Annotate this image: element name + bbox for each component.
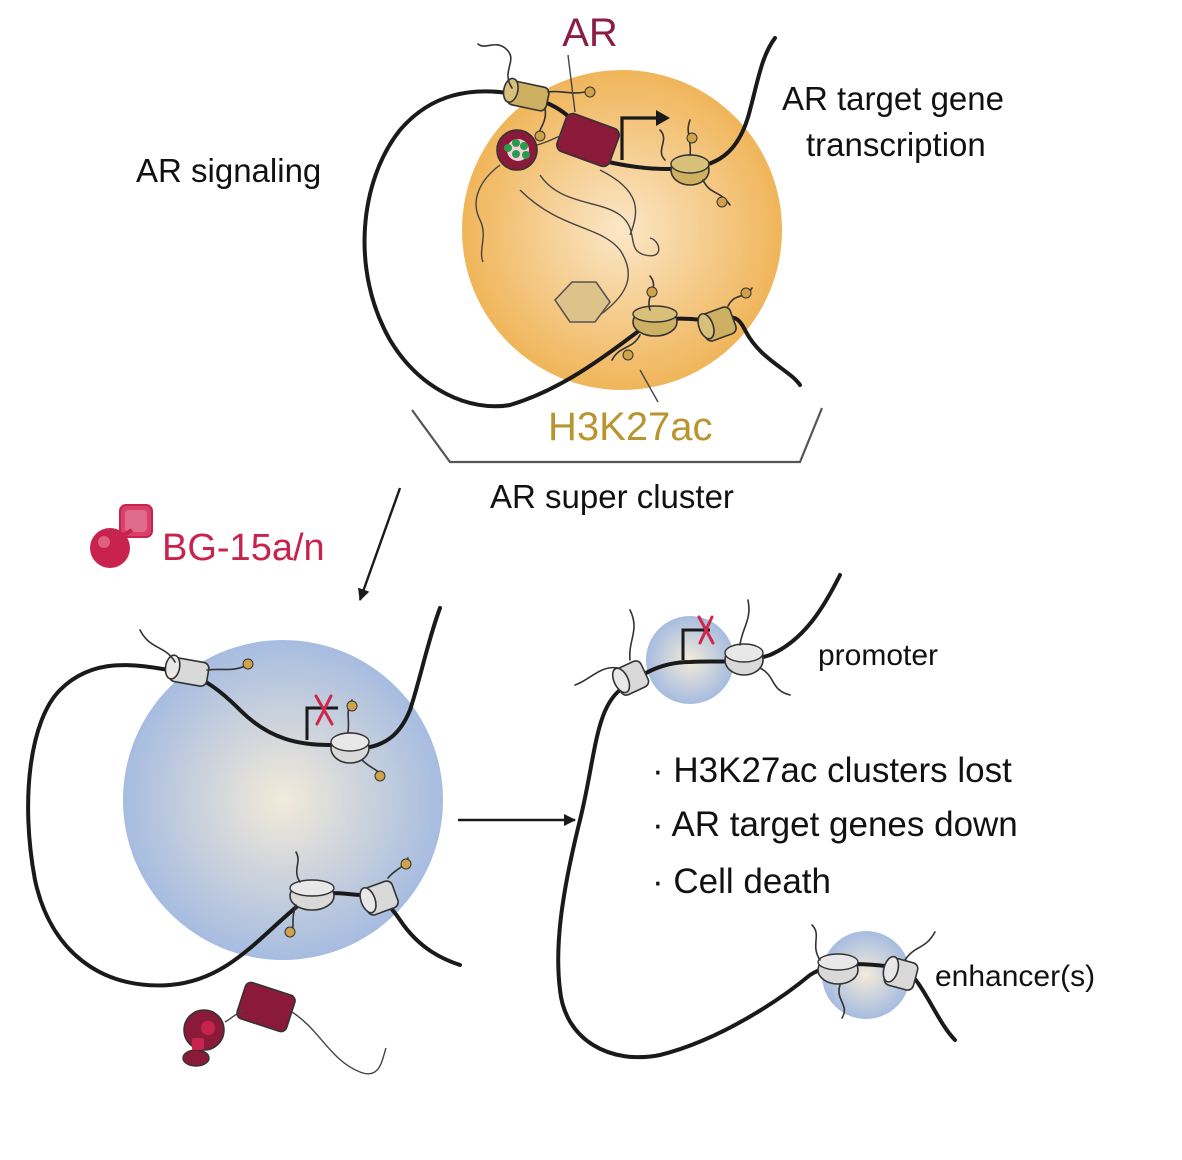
outcome-list: · H3K27ac clusters lost · AR target gene… [652,751,1018,901]
displaced-ar-protein [182,981,387,1075]
blocked-transcription-start [305,706,338,740]
active-condensate [462,70,782,390]
blocked-promoter-start [681,628,710,660]
drug-icon [90,504,153,568]
dissolved-clusters-panel: promoter enhancer(s) · H3K27ac clusters … [556,573,1095,1060]
nucleosome [289,879,335,911]
target-transcription-label-2: transcription [806,126,986,163]
inhibited-condensate [123,640,443,960]
h3k27ac-leader [639,369,659,403]
enhancer-label: enhancer(s) [935,960,1095,993]
chromatin-fiber-top-right [598,36,777,172]
nucleosome [611,660,650,696]
histone-tails [139,629,412,938]
nucleosome [632,305,678,337]
outcome-item: · AR target genes down [652,805,1018,844]
nucleosome [670,154,710,186]
ar-label: AR [562,11,618,55]
ar-label-leader [567,54,576,113]
target-transcription-label-1: AR target gene [782,80,1004,117]
nucleosome [697,306,737,342]
h3k27ac-label: H3K27ac [548,405,713,449]
nucleosome [359,880,399,916]
inhibited-condensate-panel [26,606,462,1075]
cofactor-tails [519,169,660,316]
histone-tails [477,43,753,361]
cofactor-hexagon [553,281,611,323]
outcome-item: · H3K27ac clusters lost [652,751,1012,790]
super-cluster-label: AR super cluster [490,478,734,515]
inhibition-x-icon [697,615,715,645]
ar-signaling-label: AR signaling [136,152,321,189]
nucleosome [817,953,859,985]
super-cluster-bracket [411,407,824,464]
nucleosome [164,654,210,687]
nucleosome [330,732,370,764]
enhancer-condensate [822,931,910,1019]
drug-treatment: BG-15a/n [90,487,402,601]
inhibition-x-icon [314,694,334,726]
histone-tails [574,599,936,1019]
nucleosome [724,643,764,676]
treatment-arrow [358,487,402,601]
drug-label: BG-15a/n [162,527,325,569]
promoter-label: promoter [818,639,938,672]
nucleosome [882,955,919,991]
ar-protein [475,112,620,263]
chromatin-fiber-bottom-right [363,606,442,750]
outcome-item: · Cell death [652,862,831,901]
nucleosome [502,77,550,112]
transcription-start-arrow [620,116,660,160]
active-super-cluster-panel: AR AR signaling AR target gene transcrip… [136,11,1004,515]
